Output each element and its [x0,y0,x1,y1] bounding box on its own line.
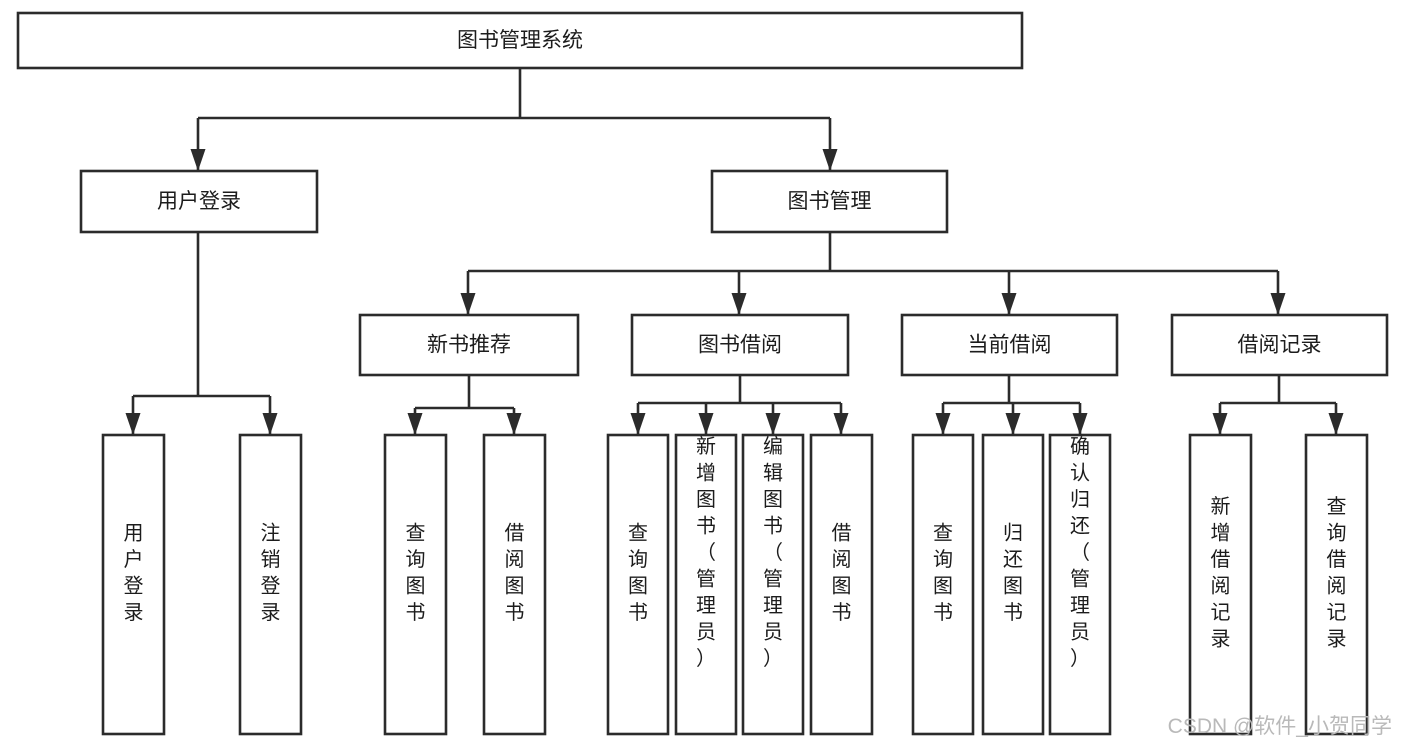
node-box-op-query-book-borrow[interactable] [606,433,670,736]
node-label-book-borrow: 图书借阅 [698,334,782,357]
node-box-op-confirm-return[interactable] [1048,433,1112,736]
node-label-op-query-book-current: 查询图书 [933,522,953,625]
node-box-op-query-book-current[interactable] [911,433,975,736]
node-box-new-book-recommend[interactable] [358,313,580,377]
group-2-arrow-0 [935,413,951,435]
node-label-op-return-book: 归还图书 [1003,522,1023,625]
node-op-query-book-recommend[interactable]: 查询图书 [383,433,448,736]
node-box-root[interactable] [16,11,1024,70]
node-borrow-record[interactable]: 借阅记录 [1170,313,1389,377]
group-1-arrow-3 [833,413,849,435]
node-label-root: 图书管理系统 [457,29,583,52]
node-label-user-login: 用户登录 [157,190,241,213]
group-1-arrow-0 [630,413,646,435]
csdn-watermark: CSDN @软件_小贺同学 [1168,715,1392,738]
node-layer: 图书管理系统用户登录图书管理新书推荐图书借阅当前借阅借阅记录用户登录注销登录查询… [16,11,1389,736]
node-box-op-borrow-book[interactable] [809,433,874,736]
node-label-new-book-recommend: 新书推荐 [427,334,511,357]
node-op-query-book-current[interactable]: 查询图书 [911,433,975,736]
node-label-op-confirm-return: 确认归还（管理员） [1070,435,1090,670]
node-box-op-borrow-book-recommend[interactable] [482,433,547,736]
node-new-book-recommend[interactable]: 新书推荐 [358,313,580,377]
user-login-arrow-1 [262,413,278,435]
book-mgmt-arrow-0 [460,293,476,315]
node-label-op-query-book-borrow: 查询图书 [628,522,648,625]
group-1-arrow-2 [765,413,781,435]
group-0-arrow-1 [506,413,522,435]
node-op-user-logout[interactable]: 注销登录 [238,433,303,736]
node-label-op-query-book-recommend: 查询图书 [406,522,426,625]
root-arrow-1 [822,149,838,171]
node-box-op-user-login[interactable] [101,433,166,736]
user-login-arrow-0 [125,413,141,435]
node-op-user-login[interactable]: 用户登录 [101,433,166,736]
node-label-op-add-borrow-record: 新增借阅记录 [1211,495,1231,651]
node-op-return-book[interactable]: 归还图书 [981,433,1045,736]
node-op-edit-book[interactable]: 编辑图书（管理员） [741,433,805,736]
group-3-arrow-1 [1328,413,1344,435]
node-user-login[interactable]: 用户登录 [79,169,319,234]
node-box-book-management[interactable] [710,169,949,234]
node-box-op-add-book[interactable] [674,433,738,736]
group-1-arrow-1 [698,413,714,435]
node-label-op-add-book: 新增图书（管理员） [696,435,716,670]
node-op-query-book-borrow[interactable]: 查询图书 [606,433,670,736]
node-op-add-book[interactable]: 新增图书（管理员） [674,433,738,736]
node-label-book-management: 图书管理 [788,190,872,213]
node-box-op-add-borrow-record[interactable] [1188,433,1253,736]
node-label-op-query-borrow-record: 查询借阅记录 [1327,495,1347,651]
node-box-user-login[interactable] [79,169,319,234]
node-box-op-user-logout[interactable] [238,433,303,736]
group-0-arrow-0 [407,413,423,435]
group-3-arrow-0 [1212,413,1228,435]
node-op-borrow-book[interactable]: 借阅图书 [809,433,874,736]
node-label-op-borrow-book: 借阅图书 [832,522,852,625]
node-box-book-borrow[interactable] [630,313,850,377]
node-label-op-borrow-book-recommend: 借阅图书 [505,522,525,625]
node-box-borrow-record[interactable] [1170,313,1389,377]
node-op-query-borrow-record[interactable]: 查询借阅记录 [1304,433,1369,736]
node-box-op-return-book[interactable] [981,433,1045,736]
node-label-op-user-logout: 注销登录 [261,522,281,625]
node-box-op-query-book-recommend[interactable] [383,433,448,736]
node-box-current-borrow[interactable] [900,313,1119,377]
node-root[interactable]: 图书管理系统 [16,11,1024,70]
node-label-op-user-login: 用户登录 [124,523,144,625]
node-op-confirm-return[interactable]: 确认归还（管理员） [1048,433,1112,736]
group-2-arrow-2 [1072,413,1088,435]
book-mgmt-arrow-1 [731,293,747,315]
node-book-management[interactable]: 图书管理 [710,169,949,234]
node-label-current-borrow: 当前借阅 [968,334,1052,357]
root-arrow-0 [190,149,206,171]
group-2-arrow-1 [1005,413,1021,435]
book-mgmt-arrow-3 [1270,293,1286,315]
node-op-add-borrow-record[interactable]: 新增借阅记录 [1188,433,1253,736]
connector-layer [125,68,1344,435]
node-op-borrow-book-recommend[interactable]: 借阅图书 [482,433,547,736]
book-mgmt-arrow-2 [1001,293,1017,315]
node-label-op-edit-book: 编辑图书（管理员） [763,435,783,670]
node-label-borrow-record: 借阅记录 [1238,334,1322,357]
node-box-op-edit-book[interactable] [741,433,805,736]
node-book-borrow[interactable]: 图书借阅 [630,313,850,377]
node-box-op-query-borrow-record[interactable] [1304,433,1369,736]
node-current-borrow[interactable]: 当前借阅 [900,313,1119,377]
